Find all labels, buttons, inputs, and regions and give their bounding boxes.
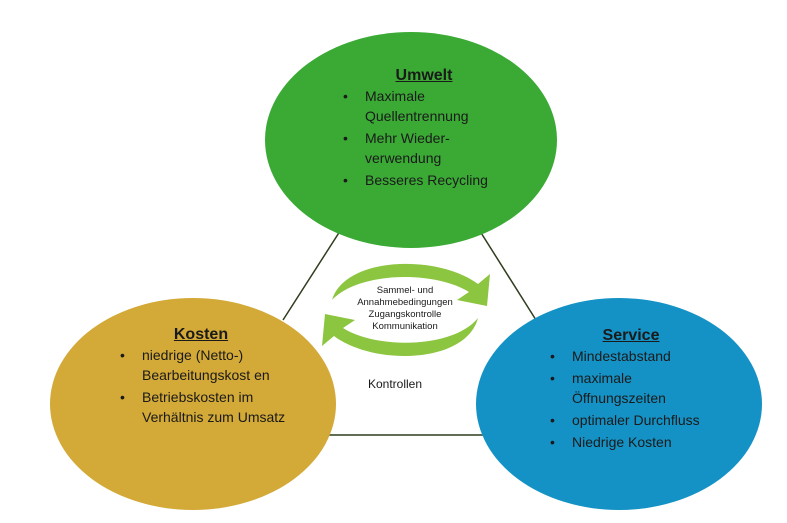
list-item: • niedrige (Netto-) Bearbeitungskost en [116, 345, 286, 385]
bullet-point: • [550, 348, 555, 364]
umwelt-circle [265, 32, 557, 248]
cycle-line: Annahmebedingungen [357, 297, 453, 308]
edge-umwelt-kosten [282, 227, 343, 321]
kosten-title: Kosten [173, 326, 229, 343]
kosten-item-text: niedrige (Netto-) Bearbeitungskost en [142, 347, 270, 383]
service-circle [476, 298, 762, 510]
service-list: • Mindestabstand • maximale Öffnungszeiten… [546, 346, 716, 452]
list-item: • Besseres Recycling [339, 170, 509, 190]
umwelt-item-text: Mehr Wieder-verwendung [365, 130, 450, 166]
cycle-arrows [322, 263, 490, 356]
bullet-point: • [120, 389, 125, 405]
bullet-point: • [550, 370, 555, 386]
bullet-point: • [550, 412, 555, 428]
cycle-line: Kommunikation [372, 321, 438, 332]
umwelt-content: Umwelt • Maximale Quellentrennung • Mehr W… [339, 66, 509, 192]
cycle-line: Zugangskontrolle [368, 309, 442, 320]
cycle-line: Sammel- und [376, 285, 434, 296]
cycle-label: Sammel- und Annahmebedingungen Zugangsko… [330, 285, 480, 333]
cycle-arrow-top [332, 263, 490, 306]
list-item: • optimaler Durchfluss [546, 410, 716, 430]
triangle-connector [282, 227, 537, 436]
service-item-text: maximale Öffnungszeiten [572, 370, 666, 406]
list-item: • maximale Öffnungszeiten [546, 368, 716, 408]
umwelt-list: • Maximale Quellentrennung • Mehr Wieder-v… [339, 86, 509, 190]
bullet-point: • [343, 172, 348, 188]
service-item-text: Niedrige Kosten [572, 434, 672, 450]
umwelt-title: Umwelt [395, 67, 453, 84]
kosten-list: • niedrige (Netto-) Bearbeitungskost en •… [116, 345, 286, 427]
kosten-circle [50, 298, 336, 510]
bullet-point: • [343, 130, 348, 146]
list-item: • Niedrige Kosten [546, 432, 716, 452]
bullet-point: • [550, 434, 555, 450]
bullet-point: • [343, 88, 348, 104]
bullet-point: • [120, 347, 125, 363]
list-item: • Betriebskosten im Verhältnis zum Umsatz [116, 387, 286, 427]
umwelt-item-text: Maximale Quellentrennung [365, 88, 469, 124]
service-content: Service • Mindestabstand • maximale Öffnun… [546, 326, 716, 454]
edge-umwelt-service [477, 227, 537, 321]
service-title: Service [602, 327, 660, 344]
list-item: • Maximale Quellentrennung [339, 86, 509, 126]
kosten-item-text: Betriebskosten im Verhältnis zum Umsatz [142, 389, 286, 425]
service-item-text: optimaler Durchfluss [572, 412, 700, 428]
umwelt-item-text: Besseres Recycling [365, 172, 488, 188]
list-item: • Mindestabstand [546, 346, 716, 366]
kosten-content: Kosten • niedrige (Netto-) Bearbeitungsko… [116, 325, 286, 429]
cycle-caption: Kontrollen [367, 377, 423, 391]
cycle-arrow-bottom [322, 314, 478, 356]
service-item-text: Mindestabstand [572, 348, 671, 364]
list-item: • Mehr Wieder-verwendung [339, 128, 509, 168]
